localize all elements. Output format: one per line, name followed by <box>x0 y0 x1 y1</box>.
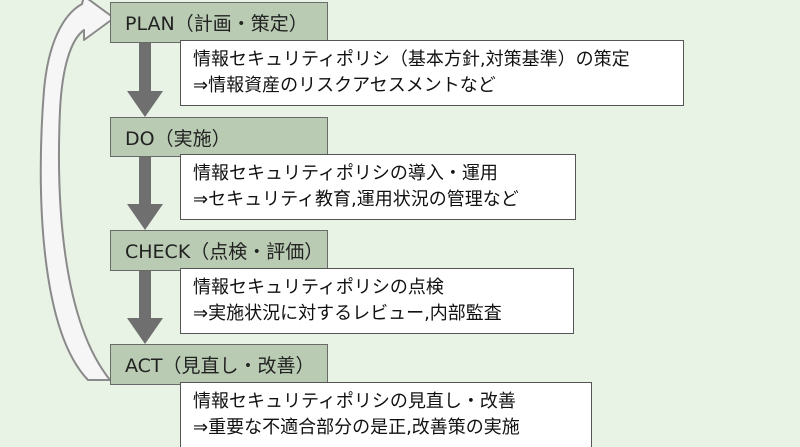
phase-check-line-2: ⇒実施状況に対するレビュー,内部監査 <box>193 303 502 324</box>
phase-plan-line-1: 情報セキュリティポリシ（基本方針,対策基準）の策定 <box>193 49 630 70</box>
phase-plan-description: 情報セキュリティポリシ（基本方針,対策基準）の策定 ⇒情報資産のリスクアセスメン… <box>180 40 684 106</box>
phase-do-description: 情報セキュリティポリシの導入・運用 ⇒セキュリティ教育,運用状況の管理など <box>180 154 576 220</box>
phase-act-description: 情報セキュリティポリシの見直し・改善 ⇒重要な不適合部分の是正,改善策の実施 <box>180 382 592 447</box>
phase-check-description: 情報セキュリティポリシの点検 ⇒実施状況に対するレビュー,内部監査 <box>180 268 574 334</box>
down-arrow-plan-to-do <box>127 43 163 117</box>
phase-plan-box: PLAN（計画・策定） <box>110 2 328 43</box>
phase-plan-label: PLAN（計画・策定） <box>125 13 308 35</box>
phase-do-line-2: ⇒セキュリティ教育,運用状況の管理など <box>193 189 519 210</box>
phase-check-line-1: 情報セキュリティポリシの点検 <box>193 277 444 298</box>
cycle-return-arrow <box>39 0 115 381</box>
phase-act-label: ACT（見直し・改善） <box>125 355 315 377</box>
phase-act-line-2: ⇒重要な不適合部分の是正,改善策の実施 <box>193 417 520 438</box>
down-arrow-check-to-act <box>127 270 163 344</box>
down-arrow-do-to-check <box>127 156 163 230</box>
phase-plan-line-2: ⇒情報資産のリスクアセスメントなど <box>193 75 496 96</box>
phase-act-line-1: 情報セキュリティポリシの見直し・改善 <box>193 391 516 412</box>
phase-do-label: DO（実施） <box>125 127 231 150</box>
phase-do-line-1: 情報セキュリティポリシの導入・運用 <box>193 163 498 184</box>
phase-act-box: ACT（見直し・改善） <box>110 344 328 385</box>
phase-check-label: CHECK（点検・評価） <box>125 241 324 263</box>
phase-do-box: DO（実施） <box>110 117 328 157</box>
phase-check-box: CHECK（点検・評価） <box>110 230 328 271</box>
